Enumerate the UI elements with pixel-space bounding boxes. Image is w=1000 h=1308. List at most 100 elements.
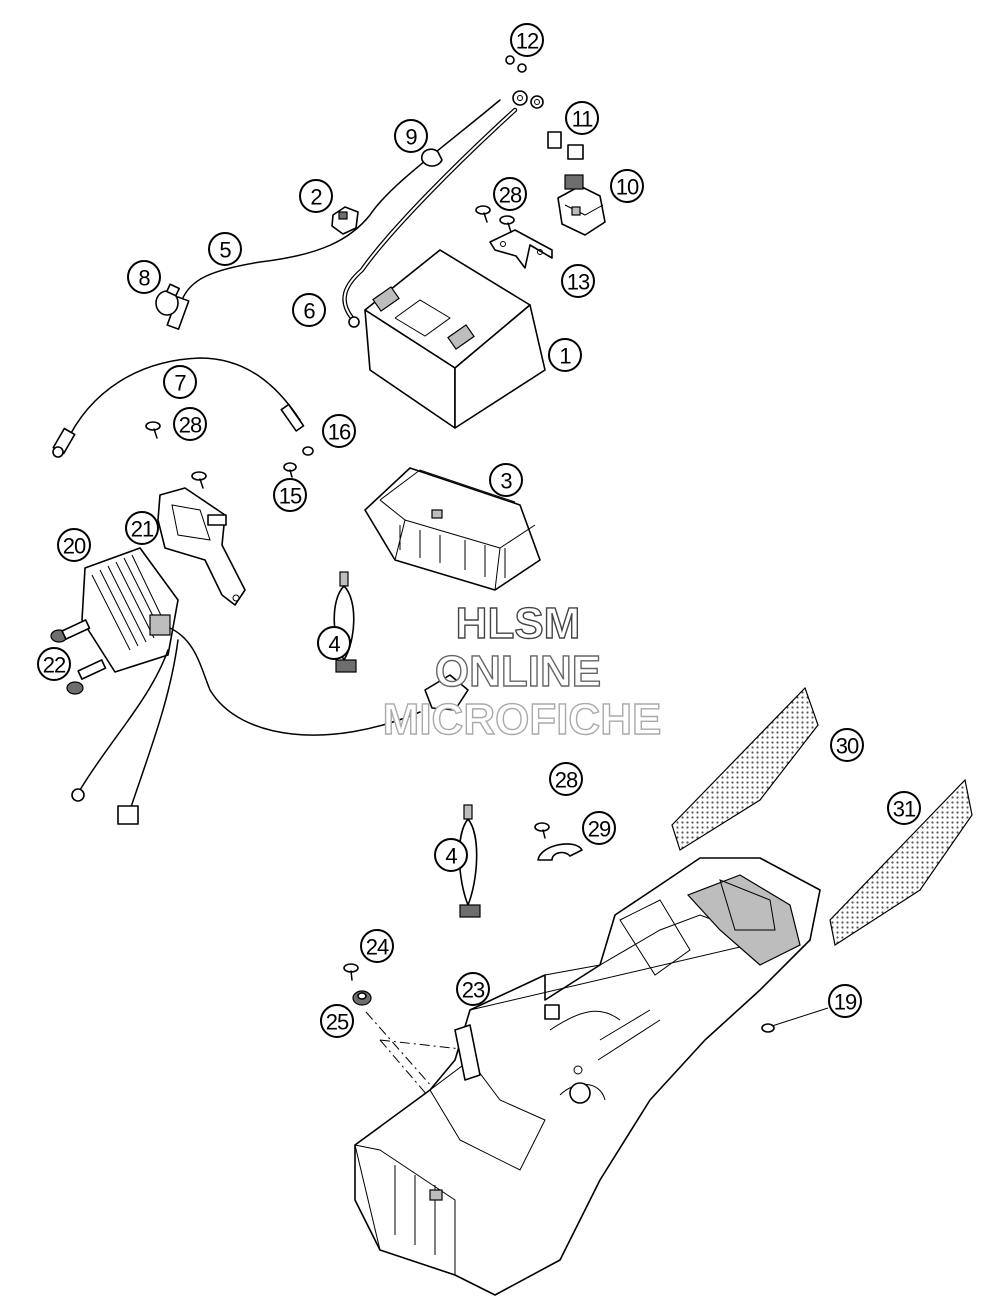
callout-label: 9: [405, 125, 417, 150]
callout-c19: 19: [828, 984, 862, 1018]
callout-circle: [163, 365, 197, 399]
callout-c3: 3: [489, 463, 523, 497]
callout-label: 15: [279, 484, 302, 509]
callout-c30: 30: [830, 728, 864, 762]
callout-label: 4: [445, 844, 457, 869]
callout-circle: [434, 838, 468, 872]
callout-circle: [610, 169, 644, 203]
screw-15: [283, 462, 297, 478]
callout-c4a: 4: [317, 626, 351, 660]
fuse: [547, 131, 584, 160]
callout-label: 28: [499, 183, 522, 208]
callout-label: 16: [328, 420, 351, 445]
callout-c28b: 28: [173, 407, 207, 441]
callout-c15: 15: [273, 478, 307, 512]
callout-circle: [582, 811, 616, 845]
callout-circle: [510, 23, 544, 57]
callout-c25: 25: [320, 1004, 354, 1038]
callout-circle: [493, 177, 527, 211]
callout-c9: 9: [394, 119, 428, 153]
callout-label: 31: [893, 797, 916, 822]
cable-7: [52, 357, 305, 458]
watermark-line3: MICROFICHE: [383, 695, 662, 744]
callout-c5: 5: [208, 232, 242, 266]
callout-circle: [127, 260, 161, 294]
callout-label: 23: [462, 978, 485, 1003]
callout-c10: 10: [610, 169, 644, 203]
callout-circle: [173, 407, 207, 441]
watermark-line1: HLSM: [456, 599, 581, 648]
decal-31: [829, 778, 973, 946]
relay-bracket: [489, 229, 553, 269]
washer-16: [302, 446, 314, 456]
callout-c13: 13: [561, 264, 595, 298]
spacer-25: [352, 990, 372, 1006]
callout-c4b: 4: [434, 838, 468, 872]
callout-circle: [394, 119, 428, 153]
callout-circle: [299, 179, 333, 213]
callout-c8: 8: [127, 260, 161, 294]
terminal-cover: [155, 283, 181, 316]
callout-c22: 22: [37, 647, 71, 681]
callout-circle: [273, 478, 307, 512]
battery: [364, 249, 546, 429]
screw-19: [761, 1007, 829, 1033]
screw-24: [343, 963, 359, 981]
callout-c7: 7: [163, 365, 197, 399]
callout-c28c: 28: [549, 762, 583, 796]
callout-circle: [456, 972, 490, 1006]
callouts: 1234456789101112131516192021222324252828…: [37, 23, 921, 1038]
callout-label: 8: [138, 266, 150, 291]
battery-tray: [364, 467, 541, 591]
bolts-22: [50, 619, 107, 695]
callout-label: 4: [328, 632, 340, 657]
callout-c28a: 28: [493, 177, 527, 211]
callout-c16: 16: [322, 414, 356, 448]
callout-circle: [565, 101, 599, 135]
callout-circle: [887, 791, 921, 825]
callout-label: 2: [310, 185, 322, 210]
callout-label: 29: [588, 817, 611, 842]
callout-label: 24: [366, 935, 389, 960]
callout-label: 19: [834, 990, 857, 1015]
screws-28-relay: [475, 205, 515, 233]
callout-circle: [548, 338, 582, 372]
cable-clip: [421, 148, 443, 167]
callout-label: 22: [43, 653, 66, 678]
callout-circle: [489, 463, 523, 497]
regulator-wiring: [71, 627, 469, 825]
callout-circle: [317, 626, 351, 660]
callout-label: 28: [179, 413, 202, 438]
callout-c23: 23: [456, 972, 490, 1006]
callout-circle: [360, 929, 394, 963]
rubber-strap-lower: [458, 804, 481, 918]
callout-circle: [549, 762, 583, 796]
callout-circle: [320, 1004, 354, 1038]
callout-c20: 20: [57, 528, 91, 562]
nuts: [505, 55, 527, 73]
cable-terminals: [512, 90, 544, 109]
callout-label: 3: [500, 469, 512, 494]
starter-relay: [557, 174, 606, 236]
callout-label: 1: [559, 344, 571, 369]
callout-c1: 1: [548, 338, 582, 372]
decal-30: [671, 686, 819, 851]
callout-circle: [828, 984, 862, 1018]
callout-circle: [37, 647, 71, 681]
watermark: HLSM ONLINE MICROFICHE: [382, 598, 662, 744]
assembly-lines: [365, 1011, 471, 1131]
callout-c6: 6: [292, 293, 326, 327]
callout-circle: [292, 293, 326, 327]
callout-label: 5: [219, 238, 231, 263]
callout-label: 12: [516, 29, 539, 54]
callout-label: 6: [303, 299, 315, 324]
callout-circle: [561, 264, 595, 298]
callout-label: 25: [326, 1010, 349, 1035]
screw-28-clamp: [534, 822, 550, 839]
callout-c29: 29: [582, 811, 616, 845]
watermark-line2: ONLINE: [435, 647, 601, 696]
callout-circle: [322, 414, 356, 448]
callout-c24: 24: [360, 929, 394, 963]
cable-6: [342, 107, 518, 328]
